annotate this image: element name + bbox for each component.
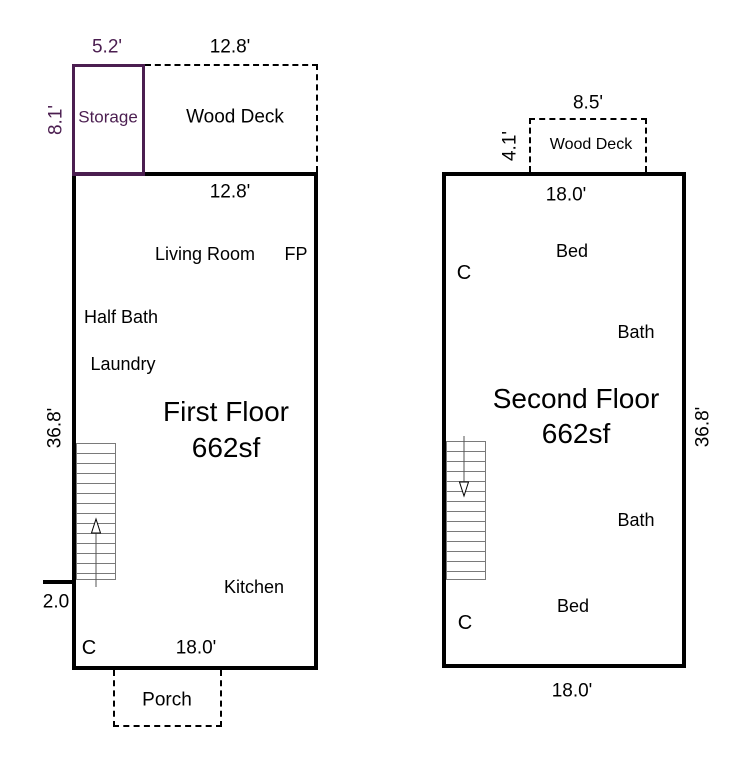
- second-floor-title-name: Second Floor: [492, 383, 660, 414]
- second-deck-width-dimension: 8.5': [572, 92, 604, 114]
- first-floor-wood-deck-outline: [145, 64, 318, 172]
- first-floor-title-name: First Floor: [163, 396, 289, 427]
- kitchen-label: Kitchen: [223, 577, 285, 597]
- fireplace-label: FP: [284, 244, 308, 264]
- bath-top-label: Bath: [617, 322, 655, 342]
- first-floor-top-width-dimension: 12.8': [209, 181, 251, 203]
- deck-width-dimension: 12.8': [209, 36, 251, 58]
- storage-room-outline: [72, 64, 145, 176]
- stairs-up-arrow-icon: [90, 517, 102, 587]
- bed-bottom-label: Bed: [556, 596, 590, 616]
- second-floor-title: Second Floor 662sf: [493, 381, 660, 451]
- half-bath-label: Half Bath: [83, 307, 159, 327]
- living-room-label: Living Room: [154, 244, 256, 264]
- stoop-dimension: 2.0: [42, 591, 70, 613]
- first-floor-title-area: 662sf: [191, 432, 261, 463]
- entry-stoop-line: [43, 580, 74, 584]
- second-floor-wood-deck-outline: [529, 118, 647, 172]
- first-floor-height-dimension: 36.8': [44, 407, 66, 449]
- second-floor-stairs: [446, 441, 486, 580]
- storage-width-dimension: 5.2': [91, 36, 123, 58]
- storage-height-dimension: 8.1': [45, 104, 67, 136]
- porch-outline: [113, 670, 222, 727]
- second-floor-top-width-dimension: 18.0': [545, 184, 587, 206]
- porch-label: Porch: [142, 689, 192, 711]
- stairs-down-arrow-icon: [458, 436, 470, 498]
- first-floor-outline: [72, 172, 318, 670]
- second-floor-closet-bottom-label: C: [457, 612, 473, 634]
- bed-top-label: Bed: [555, 241, 589, 261]
- second-floor-bottom-width-dimension: 18.0': [551, 680, 593, 702]
- second-deck-height-dimension: 4.1': [499, 130, 521, 162]
- second-floor-closet-top-label: C: [456, 262, 472, 284]
- wood-deck-label: Wood Deck: [186, 106, 284, 128]
- laundry-label: Laundry: [90, 354, 156, 374]
- first-floor-title: First Floor 662sf: [163, 394, 289, 466]
- first-floor-closet-label: C: [81, 637, 97, 659]
- second-floor-outline: [442, 172, 686, 668]
- storage-label: Storage: [78, 107, 138, 127]
- second-wood-deck-label: Wood Deck: [549, 136, 633, 153]
- second-floor-height-dimension: 36.8': [692, 406, 714, 448]
- first-floor-bottom-width-dimension: 18.0': [175, 637, 217, 659]
- bath-bottom-label: Bath: [617, 510, 655, 530]
- second-floor-title-area: 662sf: [541, 418, 611, 449]
